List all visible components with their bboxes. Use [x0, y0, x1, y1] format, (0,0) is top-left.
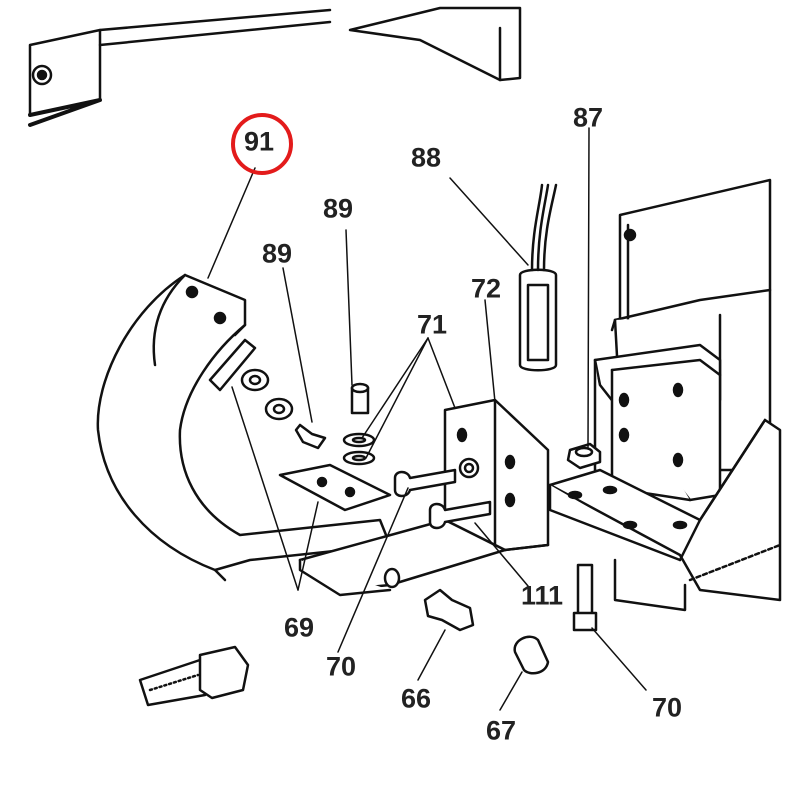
part-label-70-right[interactable]: 70	[651, 692, 683, 723]
part-label-89-right[interactable]: 89	[322, 193, 354, 224]
highlight-circle	[231, 113, 293, 175]
sensor-part-88	[518, 183, 558, 372]
part-label-67[interactable]: 67	[485, 715, 517, 746]
machine-block-top	[348, 6, 522, 82]
part-label-89-left[interactable]: 89	[261, 238, 293, 269]
base-support-right	[548, 418, 782, 612]
part-label-66[interactable]: 66	[400, 683, 432, 714]
part-label-69[interactable]: 69	[283, 612, 315, 643]
large-bolt	[138, 645, 250, 707]
bolts-and-screws	[294, 382, 602, 632]
part-label-71[interactable]: 71	[416, 309, 448, 340]
small-plate-part-69	[278, 463, 392, 512]
washers	[240, 368, 480, 479]
part-label-91[interactable]: 91	[243, 126, 275, 157]
machine-frame-top-left	[28, 8, 332, 127]
curved-guard-part-91	[96, 273, 392, 582]
part-label-111[interactable]: 111	[520, 580, 564, 611]
part-label-88[interactable]: 88	[410, 142, 442, 173]
part-label-70-left[interactable]: 70	[325, 651, 357, 682]
part-label-72[interactable]: 72	[470, 273, 502, 304]
cap-part-67	[513, 635, 550, 675]
base-arm	[298, 518, 507, 597]
part-label-87[interactable]: 87	[572, 102, 604, 133]
fitting-part-66	[423, 588, 475, 632]
leader-lines	[207, 127, 647, 711]
